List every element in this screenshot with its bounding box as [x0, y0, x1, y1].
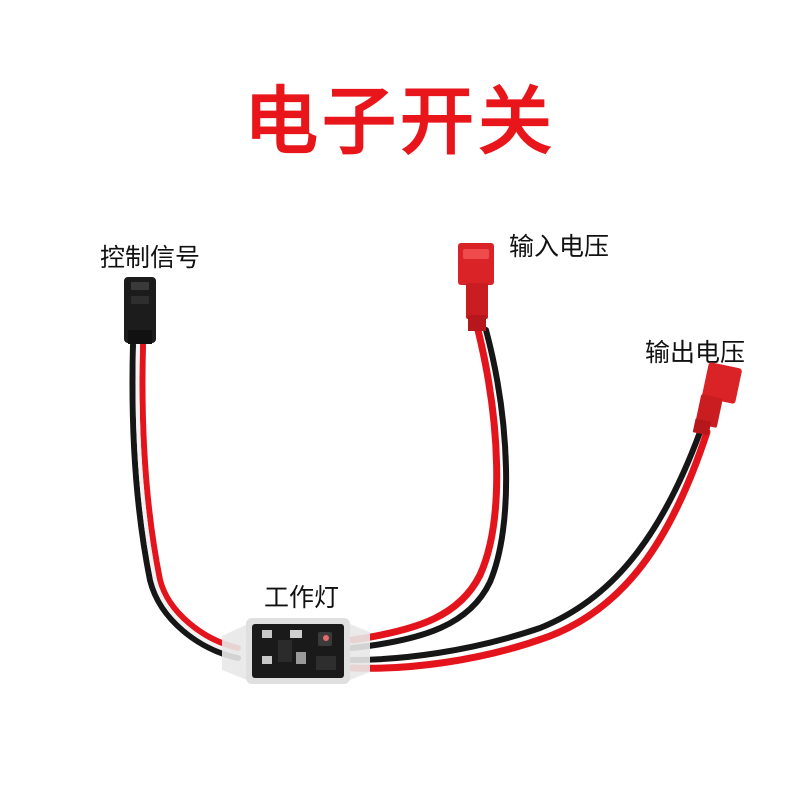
- output-voltage-cable: [348, 428, 711, 672]
- page-title: 电子开关: [244, 79, 556, 165]
- input-voltage-label: 输入电压: [509, 232, 610, 261]
- switch-module: [222, 618, 370, 684]
- input-jst-connector: [458, 243, 494, 331]
- control-signal-label: 控制信号: [100, 243, 201, 272]
- work-light-led: [323, 635, 329, 641]
- output-jst-connector: [692, 362, 742, 436]
- output-voltage-label: 输出电压: [645, 338, 746, 367]
- servo-connector: [124, 277, 156, 344]
- control-signal-cable: [129, 342, 241, 661]
- input-voltage-cable: [348, 326, 510, 651]
- work-light-label: 工作灯: [264, 583, 340, 612]
